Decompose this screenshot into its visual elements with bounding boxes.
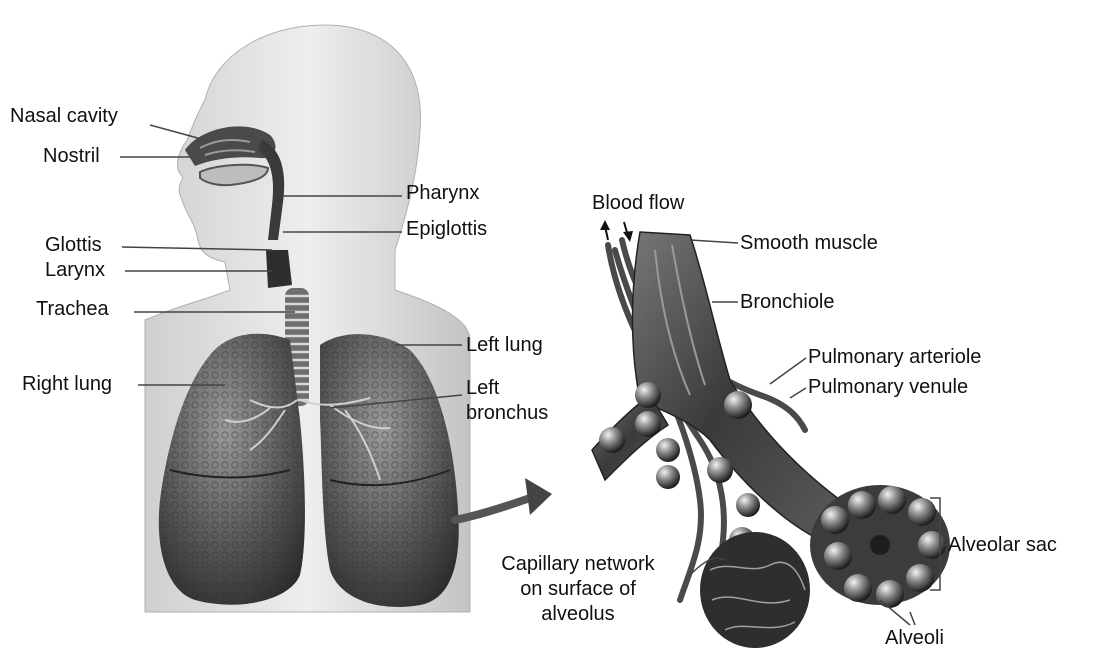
label-capillary-3: alveolus [478, 603, 678, 626]
label-left-lung: Left lung [466, 334, 543, 357]
label-nasal-cavity: Nasal cavity [10, 105, 118, 128]
label-capillary-1: Capillary network [478, 553, 678, 576]
label-trachea: Trachea [36, 298, 109, 321]
larynx-shape [266, 250, 292, 288]
label-alveoli: Alveoli [885, 627, 944, 650]
leader-pulmonary-arteriole [770, 358, 806, 384]
label-pharynx: Pharynx [406, 182, 479, 205]
label-left-bronchus-2: bronchus [466, 402, 548, 425]
label-right-lung: Right lung [22, 373, 112, 396]
label-smooth-muscle: Smooth muscle [740, 232, 878, 255]
label-bronchiole: Bronchiole [740, 291, 835, 314]
body-silhouette [145, 25, 470, 612]
label-nostril: Nostril [43, 145, 100, 168]
capillary-network [700, 532, 810, 648]
label-pulmonary-venule: Pulmonary venule [808, 376, 968, 399]
label-larynx: Larynx [45, 259, 105, 282]
zoom-arrow-head [525, 478, 552, 515]
alveolar-sac [810, 485, 950, 608]
leader-pulmonary-venule [790, 388, 806, 398]
label-pulmonary-arteriole: Pulmonary arteriole [808, 346, 981, 369]
label-left-bronchus-1: Left [466, 377, 499, 400]
label-capillary-2: on surface of [478, 578, 678, 601]
label-blood-flow: Blood flow [592, 192, 684, 215]
label-glottis: Glottis [45, 234, 102, 257]
label-alveolar-sac: Alveolar sac [948, 534, 1057, 557]
label-epiglottis: Epiglottis [406, 218, 487, 241]
leader-smooth-muscle [690, 240, 738, 243]
